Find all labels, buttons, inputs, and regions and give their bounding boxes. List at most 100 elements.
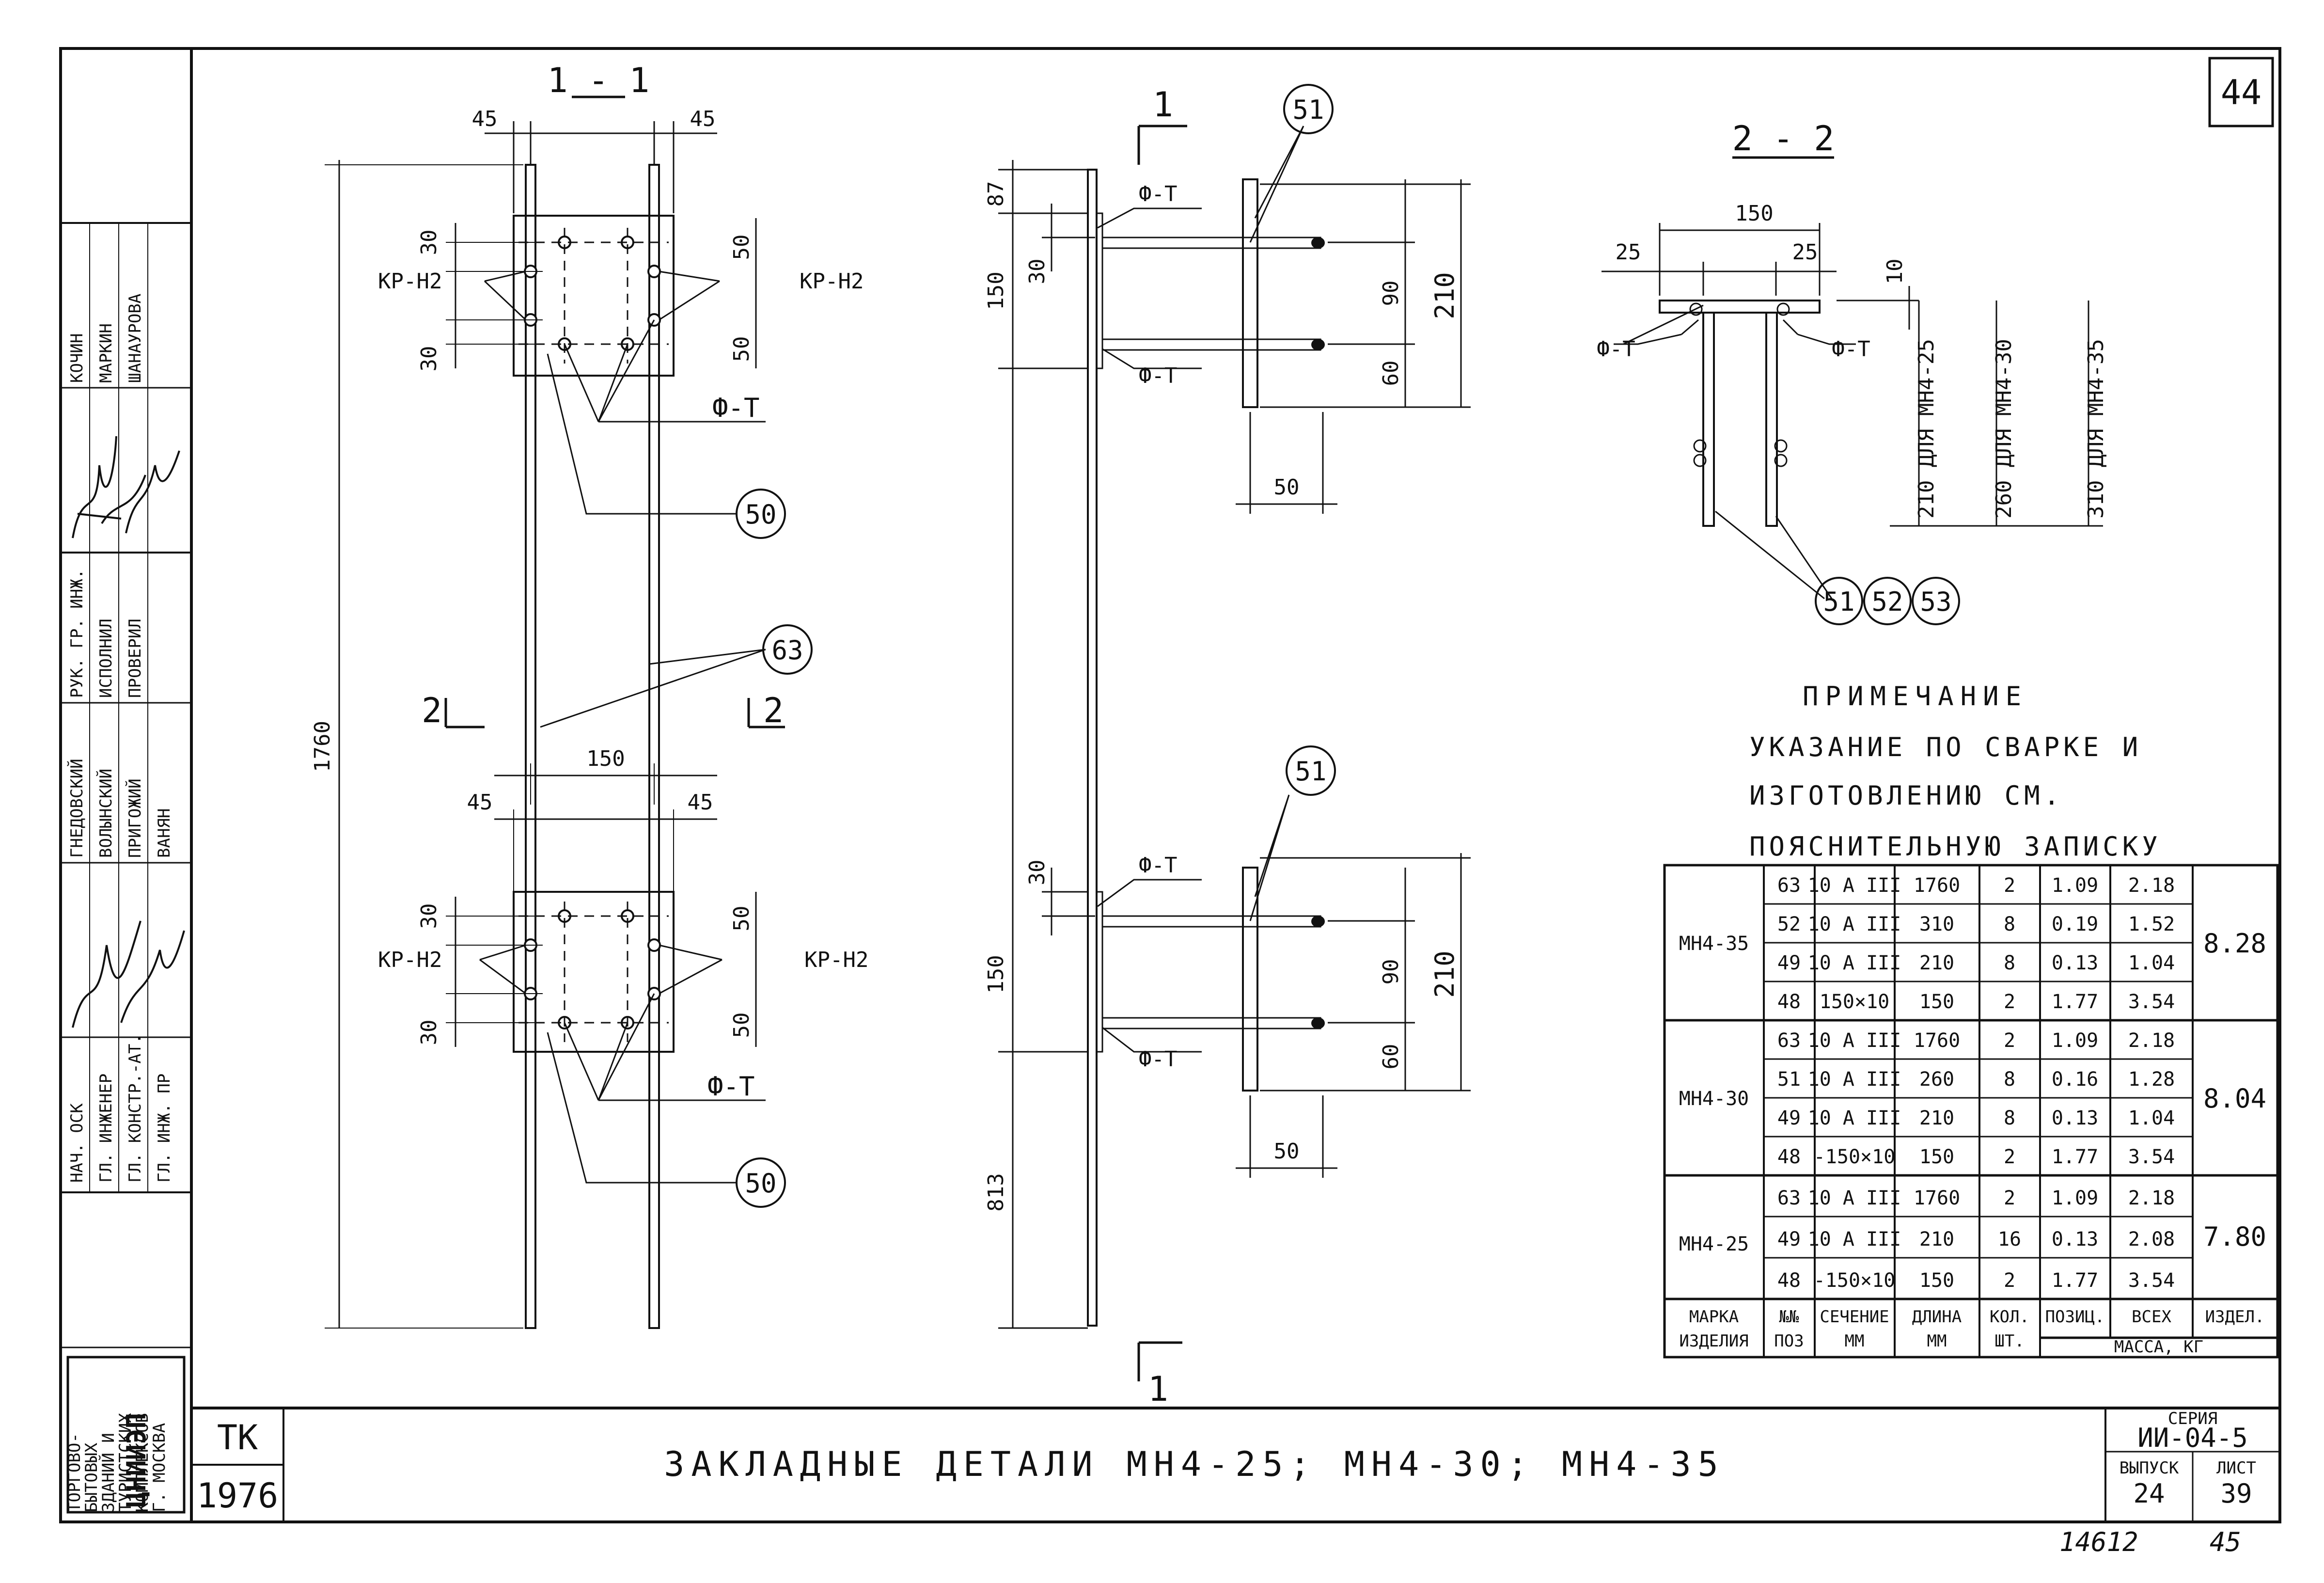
dim-label: 90 bbox=[1379, 959, 1403, 985]
table-cell-mass-all: 2.18 bbox=[2128, 1029, 2175, 1052]
table-row: 48 -150×10 150 2 1.77 3.54 bbox=[1777, 1146, 2175, 1168]
table-cell-qty: 8 bbox=[2004, 913, 2015, 935]
table-cell-section: 10 А III bbox=[1808, 1107, 1901, 1129]
signature-marks bbox=[72, 436, 185, 1028]
table-row: 49 10 А III 210 16 0.13 2.08 bbox=[1777, 1228, 2175, 1251]
callout-number: 50 bbox=[745, 1168, 776, 1199]
sheet-value: 39 bbox=[2220, 1478, 2252, 1509]
dim-label: 25 bbox=[1616, 240, 1641, 265]
table-total: 7.80 bbox=[2203, 1221, 2266, 1252]
table-total: 8.28 bbox=[2203, 928, 2266, 959]
table-cell-mass-all: 3.54 bbox=[2128, 1146, 2175, 1168]
callout-number: 53 bbox=[1920, 586, 1951, 617]
table-cell-mass-pos: 0.13 bbox=[2052, 952, 2098, 974]
callout-number: 50 bbox=[745, 499, 776, 530]
table-cell-qty: 16 bbox=[1998, 1228, 2021, 1251]
table-cell-qty: 2 bbox=[2004, 1269, 2015, 1292]
table-row: 52 10 А III 310 8 0.19 1.52 bbox=[1777, 913, 2175, 935]
table-cell-mass-pos: 1.09 bbox=[2052, 1187, 2098, 1209]
weld-label: Ф-Т bbox=[712, 393, 760, 423]
table-cell-mass-pos: 1.77 bbox=[2052, 1146, 2098, 1168]
header-mass: МАССА, КГ bbox=[2114, 1337, 2203, 1357]
header-section: ММ bbox=[1845, 1331, 1865, 1351]
table-row: 63 10 А III 1760 2 1.09 2.18 bbox=[1777, 874, 2175, 897]
table-cell-mass-pos: 0.13 bbox=[2052, 1107, 2098, 1129]
section-1-1-labels: 1 - 1 45 45 30 30 50 50 КР-Н2 КР-Н2 Ф-Т … bbox=[310, 61, 868, 1102]
note-block: ПРИМЕЧАНИЕ УКАЗАНИЕ ПО СВАРКЕ И ИЗГОТОВЛ… bbox=[1749, 681, 2158, 862]
table-cell-pos: 48 bbox=[1777, 991, 1801, 1013]
table-cell-section: 10 А III bbox=[1808, 1068, 1901, 1091]
dim-label: 50 bbox=[1274, 475, 1300, 500]
table-cell-mass-all: 2.18 bbox=[2128, 874, 2175, 897]
table-cell-length: 150 bbox=[1919, 991, 1954, 1013]
dim-label: 30 bbox=[417, 230, 441, 255]
table-cell-mass-pos: 0.19 bbox=[2052, 913, 2098, 935]
section-2-2-callouts: 51 52 53 bbox=[1815, 577, 1960, 625]
sheet-label: ЛИСТ bbox=[2216, 1458, 2256, 1478]
specification-table: МН4-35 8.28 63 10 А III 1760 2 1.09 2.18… bbox=[1663, 864, 2279, 1359]
dim-label: 87 bbox=[984, 181, 1008, 207]
table-cell-length: 150 bbox=[1919, 1269, 1954, 1292]
cut-mark: 2 bbox=[422, 691, 442, 730]
dim-label: 60 bbox=[1379, 361, 1403, 386]
dim-label: 45 bbox=[690, 107, 716, 131]
table-cell-mass-all: 3.54 bbox=[2128, 1269, 2175, 1292]
page-number: 44 bbox=[2221, 73, 2261, 112]
dim-label: 150 bbox=[984, 271, 1008, 310]
header-pos: ПОЗ bbox=[1774, 1331, 1804, 1351]
table-row: 48 -150×10 150 2 1.77 3.54 bbox=[1777, 1269, 2175, 1292]
table-cell-pos: 48 bbox=[1777, 1269, 1801, 1292]
issue-label: ВЫПУСК bbox=[2120, 1458, 2179, 1478]
table-cell-pos: 48 bbox=[1777, 1146, 1801, 1168]
dim-label: 60 bbox=[1379, 1044, 1403, 1070]
table-cell-mass-all: 2.18 bbox=[2128, 1187, 2175, 1209]
title-strip bbox=[61, 222, 191, 1348]
callout-number: 52 bbox=[1871, 586, 1903, 617]
dim-label: 30 bbox=[1025, 259, 1050, 285]
table-row: 63 10 А III 1760 2 1.09 2.18 bbox=[1777, 1187, 2175, 1209]
table-cell-pos: 52 bbox=[1777, 913, 1801, 935]
dim-label: 150 bbox=[1735, 201, 1773, 226]
dim-label: 30 bbox=[1025, 860, 1050, 886]
dim-label: 45 bbox=[467, 790, 493, 815]
weld-label: Ф-Т bbox=[1139, 182, 1177, 206]
side-view bbox=[998, 125, 1471, 1381]
org-line: КОМПЛЕКСОВ bbox=[133, 1413, 152, 1512]
bottom-number: 45 bbox=[2210, 1527, 2241, 1557]
table-cell-section: 10 А III bbox=[1808, 1228, 1901, 1251]
dim-label: 50 bbox=[729, 235, 754, 260]
table-cell-pos: 49 bbox=[1777, 952, 1801, 974]
table-row: 49 10 А III 210 8 0.13 1.04 bbox=[1777, 1107, 2175, 1129]
cut-mark: 1 bbox=[1153, 85, 1173, 125]
table-cell-length: 310 bbox=[1919, 913, 1954, 935]
section-2-2-labels: 2 - 2 150 25 25 10 Ф-Т Ф-Т 210 ДЛЯ МН4-2… bbox=[1597, 119, 2108, 519]
table-cell-qty: 2 bbox=[2004, 1029, 2015, 1052]
header-length: ДЛИНА bbox=[1912, 1307, 1962, 1327]
callout-number: 51 bbox=[1823, 586, 1854, 617]
sheet-frame bbox=[59, 47, 2281, 1523]
table-cell-mass-all: 3.54 bbox=[2128, 991, 2175, 1013]
table-cell-mass-pos: 1.09 bbox=[2052, 1029, 2098, 1052]
anchor-label: КР-Н2 bbox=[800, 269, 864, 294]
table-cell-section: 10 А III bbox=[1808, 1187, 1901, 1209]
person-name: ПРИГОЖИЙ bbox=[125, 778, 145, 858]
section-title: 1 - 1 bbox=[548, 61, 650, 100]
table-cell-pos: 63 bbox=[1777, 874, 1801, 897]
dim-label: 45 bbox=[472, 107, 498, 131]
table-cell-pos: 49 bbox=[1777, 1107, 1801, 1129]
role-label: ГЛ. ИНЖЕНЕР bbox=[96, 1074, 116, 1183]
dim-label: 25 bbox=[1792, 240, 1818, 265]
issue-value: 24 bbox=[2133, 1478, 2165, 1509]
table-cell-mass-pos: 1.09 bbox=[2052, 874, 2098, 897]
table-cell-length: 1760 bbox=[1914, 1029, 1960, 1052]
anchor-label: КР-Н2 bbox=[378, 948, 442, 972]
table-cell-section: 10 А III bbox=[1808, 1029, 1901, 1052]
dim-label: 150 bbox=[984, 955, 1008, 993]
table-total: 8.04 bbox=[2203, 1083, 2266, 1114]
drawing-title: ЗАКЛАДНЫЕ ДЕТАЛИ МН4-25; МН4-30; МН4-35 bbox=[664, 1444, 1725, 1484]
table-cell-mass-all: 1.28 bbox=[2128, 1068, 2175, 1091]
table-cell-length: 210 bbox=[1919, 1107, 1954, 1129]
header-qty: КОЛ. bbox=[1990, 1307, 2029, 1327]
name-labels: ГНЕДОВСКИЙ ВОЛЫНСКИЙ ПРИГОЖИЙ ВАНЯН КОЧИ… bbox=[67, 294, 174, 858]
